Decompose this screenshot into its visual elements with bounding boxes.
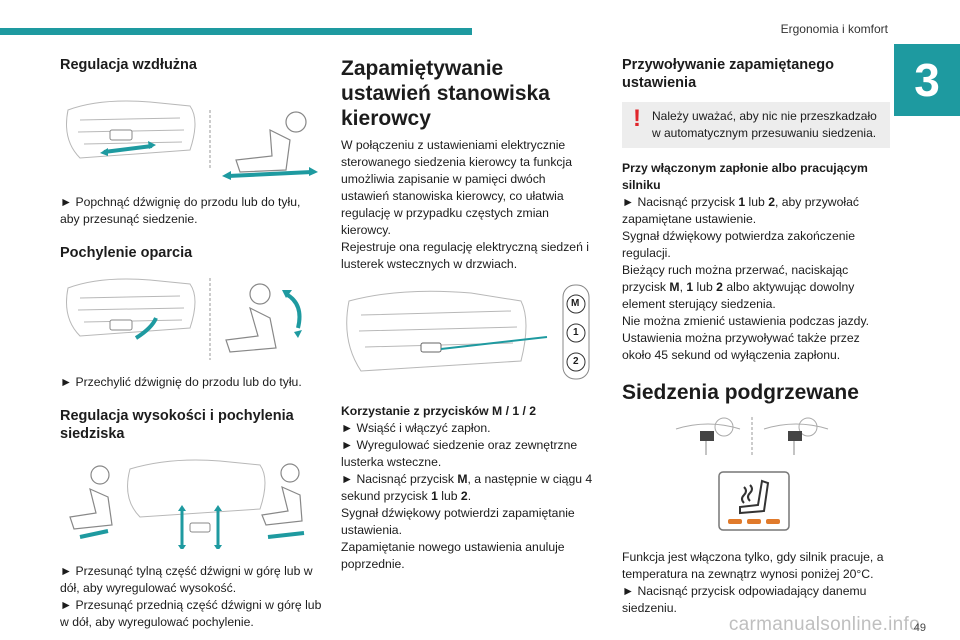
text-sygnal: Sygnał dźwiękowy potwierdzi zapamiętanie… bbox=[341, 506, 575, 537]
memory-button-1: 1 bbox=[573, 327, 579, 338]
text-pochylenie-oparcia: ► Przechylić dźwignię do przodu lub do t… bbox=[60, 375, 302, 389]
seat-height-tilt-illustration bbox=[60, 449, 322, 549]
backrest-tilt-illustration bbox=[60, 268, 322, 366]
recall-driving: Nie można zmienić ustawienia podczas jaz… bbox=[622, 314, 870, 328]
warning-text: Należy uważać, aby nic nie przeszkadzało… bbox=[652, 109, 877, 140]
watermark: carmanualsonline.info bbox=[728, 614, 920, 635]
heading-zapamietywanie: Zapamiętywanie ustawień stanowiska kiero… bbox=[341, 57, 550, 130]
heading-zaplon: Przy włączonym zapłonie albo pracującym … bbox=[622, 161, 868, 192]
heated-seat-icon bbox=[739, 479, 770, 515]
text-podgrzewane-2: ► Nacisnąć przycisk odpowiadający danemu… bbox=[622, 584, 867, 615]
chapter-number: 3 bbox=[894, 44, 960, 116]
text-anuluje: Zapamiętanie nowego ustawienia anuluje p… bbox=[341, 540, 565, 571]
text-pamiec-2: Rejestruje ona regulację elektryczną sie… bbox=[341, 240, 589, 271]
heading-regulacja-wzdluzna: Regulacja wzdłużna bbox=[60, 57, 197, 73]
heated-seat-location-illustration bbox=[672, 415, 890, 459]
recall-step-1: ► Nacisnąć przycisk 1 lub 2, aby przywoł… bbox=[622, 195, 859, 226]
memory-button-m: M bbox=[571, 298, 580, 309]
seat-slide-illustration bbox=[60, 80, 322, 180]
step-1: ► Wsiąść i włączyć zapłon. bbox=[341, 421, 491, 435]
column-2: Zapamiętywanie ustawień stanowiska kiero… bbox=[341, 56, 595, 573]
step-3: ► Nacisnąć przycisk M, a następnie w cią… bbox=[341, 472, 593, 503]
heading-przywolywanie: Przywoływanie zapamiętanego ustawienia bbox=[622, 57, 834, 91]
warning-icon: ! bbox=[633, 105, 641, 132]
column-1: Regulacja wzdłużna ► Popchnąć dźwignię d… bbox=[60, 56, 322, 631]
memory-buttons-illustration: M 1 2 bbox=[341, 281, 595, 389]
heated-seat-button[interactable] bbox=[718, 471, 890, 531]
text-podgrzewane-1: Funkcja jest włączona tylko, gdy silnik … bbox=[622, 550, 884, 581]
page-number: 49 bbox=[913, 622, 926, 634]
warning-box: ! Należy uważać, aby nic nie przeszkadza… bbox=[622, 102, 890, 148]
header-accent-bar bbox=[0, 28, 472, 35]
memory-button-2: 2 bbox=[573, 356, 579, 367]
recall-after-ignition: Ustawienia można przywoływać także przez… bbox=[622, 331, 860, 362]
recall-signal: Sygnał dźwiękowy potwierdza zakończenie … bbox=[622, 229, 856, 260]
text-wysokosc-1: ► Przesunąć tylną część dźwigni w górę l… bbox=[60, 564, 313, 595]
step-2: ► Wyregulować siedzenie oraz zewnętrzne … bbox=[341, 438, 578, 469]
heading-regulacja-wysokosci: Regulacja wysokości i pochylenia siedzis… bbox=[60, 408, 294, 442]
text-wysokosc-2: ► Przesunąć przednią część dźwigni w gór… bbox=[60, 598, 322, 629]
section-title: Ergonomia i komfort bbox=[780, 22, 888, 36]
heading-korzystanie: Korzystanie z przycisków M / 1 / 2 bbox=[341, 404, 537, 418]
heading-siedzenia-podgrzewane: Siedzenia podgrzewane bbox=[622, 381, 859, 404]
recall-interrupt: Bieżący ruch można przerwać, naciskając … bbox=[622, 263, 855, 311]
column-3: Przywoływanie zapamiętanego ustawienia !… bbox=[622, 56, 890, 617]
text-regulacja-wzdluzna: ► Popchnąć dźwignię do przodu lub do tył… bbox=[60, 195, 301, 226]
text-pamiec-1: W połączeniu z ustawieniami elektrycznie… bbox=[341, 138, 573, 237]
heading-pochylenie-oparcia: Pochylenie oparcia bbox=[60, 245, 193, 261]
